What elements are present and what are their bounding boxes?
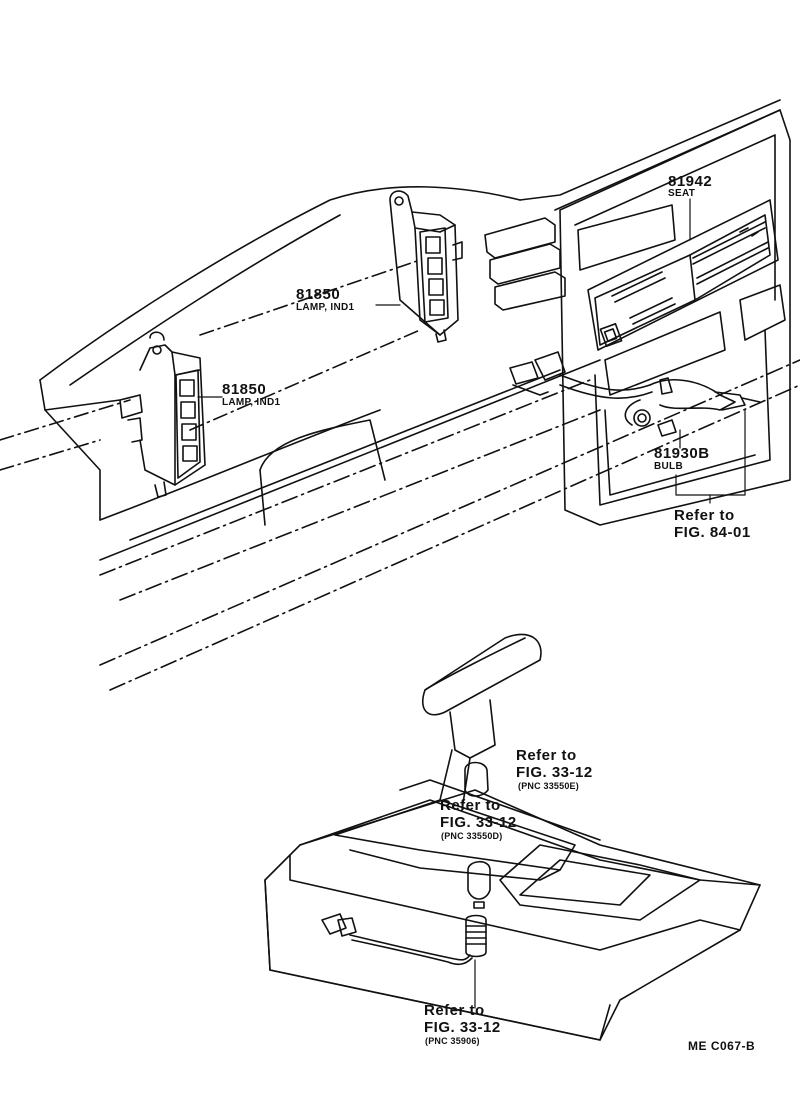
ref-fig33d-line1: Refer to (440, 797, 501, 814)
ref-fig84-link[interactable]: FIG. 84-01 (674, 524, 751, 541)
ref-fig33d-pnc: (PNC 33550D) (441, 831, 503, 841)
indicator-lamp-left (119, 331, 206, 498)
shift-console (264, 633, 761, 1041)
seat-part-number[interactable]: 81942 (668, 173, 713, 190)
lamp-left-part-number[interactable]: 81850 (222, 381, 267, 398)
ref-fig33d-link[interactable]: FIG. 33-12 (440, 814, 517, 831)
lamp-center-part-number[interactable]: 81850 (296, 286, 341, 303)
lamp-center-name: LAMP, IND1 (296, 302, 355, 313)
ref-fig33-906-link[interactable]: FIG. 33-12 (424, 1019, 501, 1036)
ref-fig33-906-line1: Refer to (424, 1002, 485, 1019)
bulb-part-number[interactable]: 81930B (654, 445, 710, 462)
dashboard-outline (0, 99, 800, 691)
bulb-name: BULB (654, 461, 683, 472)
seat-name: SEAT (668, 188, 696, 199)
wire-harness (509, 351, 761, 437)
diagram-code: ME C067-B (688, 1039, 756, 1053)
center-panel (559, 109, 791, 526)
ref-fig33e-link[interactable]: FIG. 33-12 (516, 764, 593, 781)
ref-fig33e-line1: Refer to (516, 747, 577, 764)
ref-fig84-line1: Refer to (674, 507, 735, 524)
ref-fig33e-pnc: (PNC 33550E) (518, 781, 579, 791)
indicator-lamp-center (389, 190, 463, 343)
dash-vent-blocks (484, 217, 566, 311)
lamp-left-name: LAMP, IND1 (222, 397, 281, 408)
leader-lines (197, 198, 746, 1009)
ref-fig33-906-pnc: (PNC 35906) (425, 1036, 480, 1046)
